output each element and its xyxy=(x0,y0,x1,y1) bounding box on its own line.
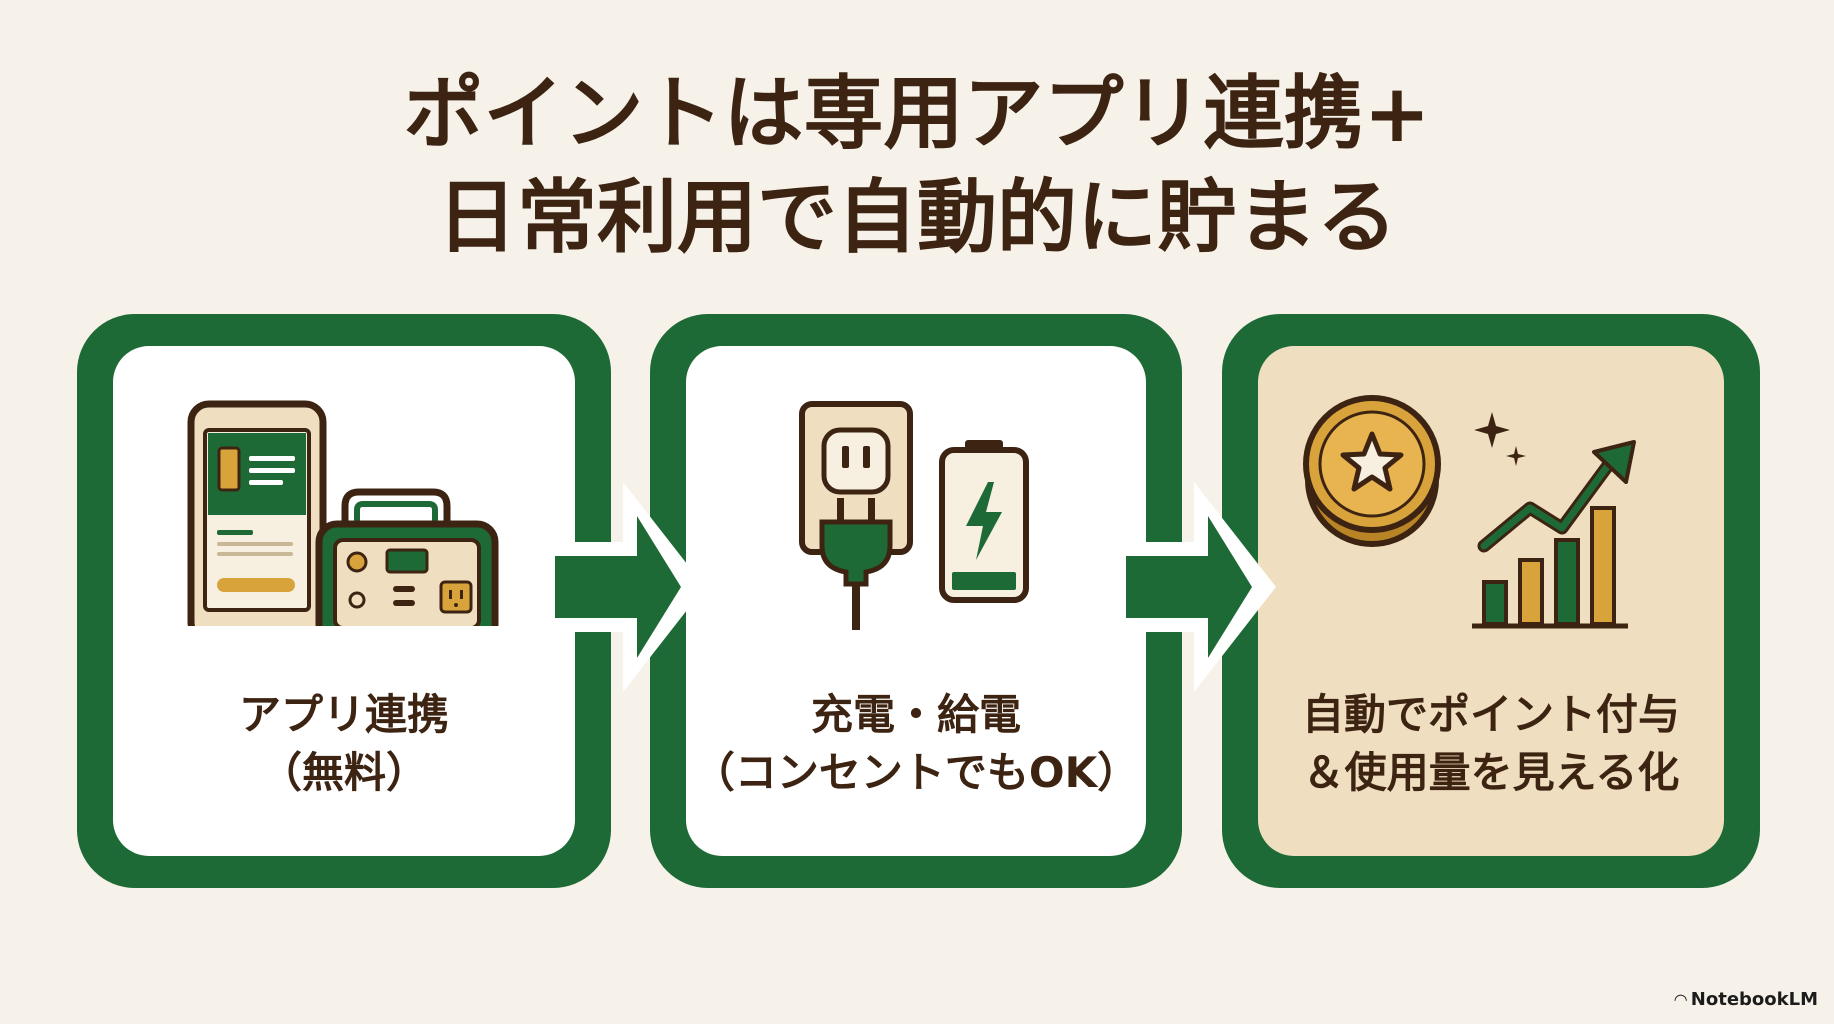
wall-outlet-icon xyxy=(799,401,913,555)
step-2-label: 充電・給電 （コンセントでもOK） xyxy=(686,686,1146,802)
arrow-right-icon xyxy=(555,482,705,692)
step-card-points-panel: 自動でポイント付与 ＆使用量を見える化 xyxy=(1258,346,1724,856)
step-1-illustration xyxy=(113,346,575,626)
step-2-illustration xyxy=(686,346,1146,630)
step-1-label: アプリ連携 （無料） xyxy=(113,686,575,802)
step-1-label-line-1: アプリ連携 xyxy=(238,690,449,739)
portable-power-station-icon xyxy=(315,488,499,626)
step-card-points: 自動でポイント付与 ＆使用量を見える化 xyxy=(1222,314,1760,888)
sparkle-icon xyxy=(1474,412,1526,466)
battery-charging-icon xyxy=(939,440,1029,603)
step-3-label-line-1: 自動でポイント付与 xyxy=(1301,690,1680,739)
step-3-illustration xyxy=(1258,346,1724,629)
step-2-label-line-1: 充電・給電 xyxy=(810,690,1021,739)
brand-name: NotebookLM xyxy=(1690,989,1818,1010)
smartphone-app-icon xyxy=(187,400,327,626)
step-card-charging-panel: 充電・給電 （コンセントでもOK） xyxy=(686,346,1146,856)
brand-watermark: ◠NotebookLM xyxy=(1674,989,1818,1010)
step-card-charging: 充電・給電 （コンセントでもOK） xyxy=(650,314,1182,888)
step-1-label-line-2: （無料） xyxy=(259,748,428,797)
title-line-1: ポイントは専用アプリ連携+ xyxy=(403,67,1431,160)
page-title: ポイントは専用アプリ連携+ 日常利用で自動的に貯まる xyxy=(0,62,1834,270)
growth-bar-chart-icon xyxy=(1472,440,1636,629)
step-card-app-link: アプリ連携 （無料） xyxy=(77,314,611,888)
title-line-2: 日常利用で自動的に貯まる xyxy=(437,171,1397,264)
step-3-label: 自動でポイント付与 ＆使用量を見える化 xyxy=(1258,686,1724,802)
arrow-right-icon xyxy=(1126,482,1276,692)
step-3-label-line-2: ＆使用量を見える化 xyxy=(1302,748,1680,797)
step-2-label-line-2: （コンセントでもOK） xyxy=(692,748,1140,797)
notebooklm-logo-icon: ◠ xyxy=(1674,990,1687,1009)
step-card-app-link-panel: アプリ連携 （無料） xyxy=(113,346,575,856)
star-coin-icon xyxy=(1303,395,1441,547)
plug-icon xyxy=(819,498,893,630)
